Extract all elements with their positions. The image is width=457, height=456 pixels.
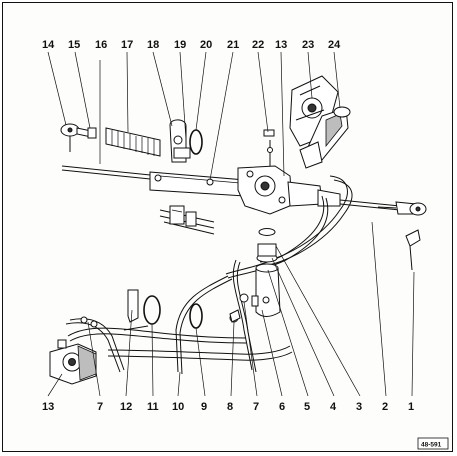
- mounting-clamp: [169, 119, 191, 163]
- callout-label: 18: [147, 39, 159, 51]
- hose-bracket: [123, 289, 149, 331]
- bottom-leader-lines: [47, 221, 415, 397]
- rubber-boot: [105, 127, 161, 157]
- callout-label: 22: [252, 39, 264, 51]
- callout-label: 11: [147, 401, 159, 413]
- callout-label: 24: [328, 39, 341, 51]
- callout-label: 2: [382, 401, 388, 413]
- callout-label: 1: [408, 401, 414, 413]
- callout-label: 14: [42, 39, 55, 51]
- callout-label: 21: [227, 39, 239, 51]
- callout-label: 13: [275, 39, 287, 51]
- steering-rack-assembly: [61, 165, 401, 215]
- valve-top-parts: [263, 75, 351, 169]
- top-callouts: 14 15 16 17 18 19 20 21 22 13 23 24: [42, 39, 341, 51]
- lock-nut: [87, 127, 97, 139]
- fluid-reservoir: [251, 228, 281, 317]
- power-steering-pump: [49, 316, 98, 385]
- top-leader-lines: [47, 51, 341, 181]
- callout-label: 19: [174, 39, 186, 51]
- callout-label: 7: [253, 401, 259, 413]
- pressure-lines: [65, 175, 353, 375]
- callout-label: 3: [356, 401, 362, 413]
- callout-label: 16: [95, 39, 107, 51]
- reference-code-box: 48-591: [417, 437, 449, 450]
- callout-label: 8: [227, 401, 233, 413]
- callout-label: 13: [42, 401, 54, 413]
- tie-rod-end-right: [377, 201, 427, 216]
- callout-label: 7: [97, 401, 103, 413]
- callout-label: 12: [120, 401, 132, 413]
- callout-label: 20: [200, 39, 212, 51]
- callout-label: 23: [302, 39, 314, 51]
- callout-label: 4: [330, 401, 337, 413]
- hose-fittings: [229, 293, 249, 323]
- reference-code: 48-591: [421, 442, 442, 449]
- callout-label: 5: [304, 401, 310, 413]
- callout-label: 10: [172, 401, 184, 413]
- clip-ring: [189, 129, 203, 155]
- bolt: [405, 229, 421, 271]
- o-rings: [143, 295, 203, 329]
- callout-label: 15: [68, 39, 80, 51]
- callout-label: 17: [121, 39, 133, 51]
- bottom-callouts: 13 7 12 11 10 9 8 7 6 5 4 3 2 1: [42, 401, 414, 413]
- callout-label: 6: [279, 401, 285, 413]
- detail-inset: [159, 205, 215, 235]
- callout-label: 9: [201, 401, 207, 413]
